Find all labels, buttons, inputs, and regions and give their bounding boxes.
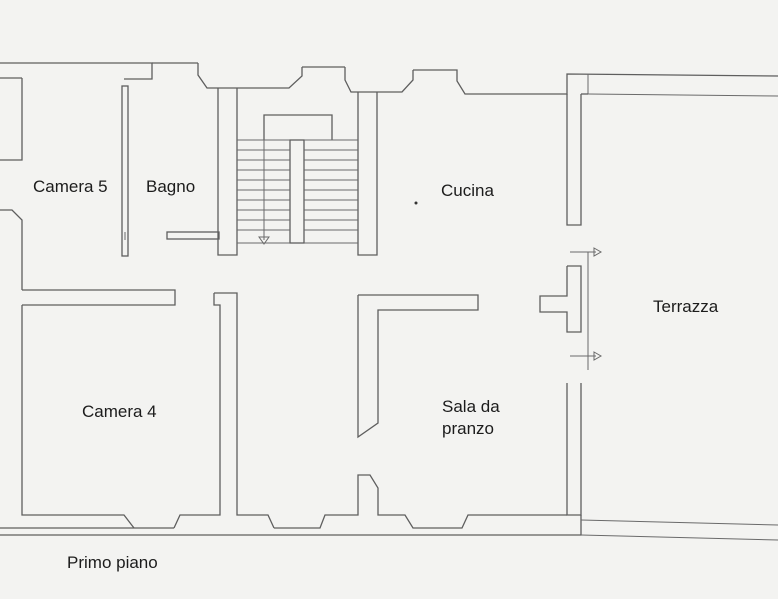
wall-camera4-corridor [173, 292, 275, 529]
wall-right-interior [539, 93, 589, 516]
room-label-sala-line1: Sala da [442, 397, 500, 416]
room-label-cucina: Cucina [441, 181, 494, 200]
wall-sala-corner [357, 294, 479, 439]
room-label-bagno: Bagno [146, 177, 196, 196]
kitchen-dot [414, 201, 418, 205]
room-label-terrazza: Terrazza [653, 297, 719, 316]
plan-caption: Primo piano [67, 553, 158, 572]
outer-wall-left [0, 78, 135, 529]
stair-core [217, 88, 378, 256]
outer-wall-top [0, 62, 778, 97]
outer-wall-bottom [0, 474, 778, 541]
door-arrow-icon [570, 351, 603, 361]
room-label-camera5: Camera 5 [33, 177, 108, 196]
wall-camera5-camera4 [22, 289, 176, 306]
bagno-wall-stub [166, 231, 220, 240]
door-arrow-icon [570, 247, 603, 257]
partition-camera5-bagno [121, 85, 129, 257]
room-label-camera4: Camera 4 [82, 402, 157, 421]
stair-arrow-icon [258, 140, 270, 245]
stair-flight-right [304, 139, 358, 244]
room-label-sala-line2: pranzo [442, 419, 494, 438]
